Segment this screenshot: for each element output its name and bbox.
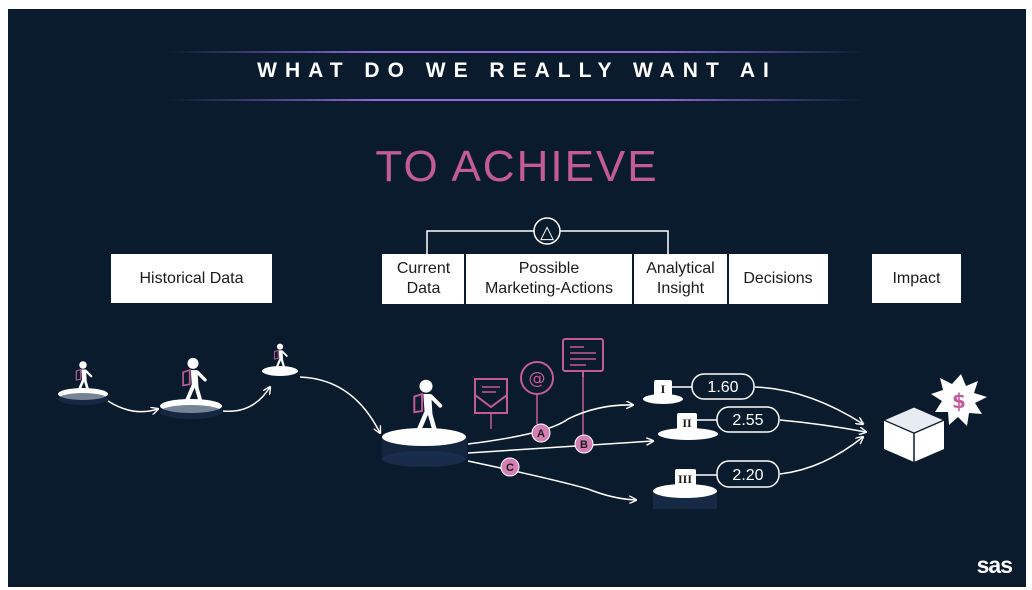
- sas-logo: sas: [976, 552, 1013, 578]
- node-a: A: [531, 423, 551, 443]
- historical-data-box: Historical Data: [111, 254, 272, 303]
- at-sign-icon: @: [520, 361, 554, 395]
- outcome-level-1: I: [643, 380, 683, 404]
- analytical-insight-box: Analytical Insight: [633, 254, 728, 304]
- outcome-level-3: III: [653, 469, 717, 509]
- svg-text:$: $: [952, 389, 966, 413]
- svg-text:III: III: [678, 472, 692, 486]
- outcome-level-2: II: [658, 413, 718, 440]
- web-page-icon: [562, 338, 604, 377]
- svg-text:A: A: [537, 428, 545, 440]
- arrow-hist-1: [107, 400, 158, 412]
- slide-heading: WHAT DO WE REALLY WANT AI: [257, 59, 777, 82]
- node-c: C: [500, 457, 520, 477]
- current-data-box: Current Data: [382, 254, 465, 304]
- box-divider: [632, 254, 634, 304]
- svg-text:B: B: [580, 439, 588, 451]
- heading-bottom-rule: [168, 99, 866, 101]
- outcome-value-3: 2.20: [716, 460, 780, 488]
- decisions-box: Decisions: [728, 254, 828, 304]
- walker-platform-3: [262, 342, 298, 376]
- arrow-hist-2: [222, 387, 270, 413]
- box-divider: [727, 254, 729, 304]
- impact-box: Impact: [872, 254, 961, 303]
- arrow-to-impact-2: [779, 419, 866, 432]
- icon-stem: [490, 377, 584, 437]
- arrow-hist-3: [299, 376, 380, 433]
- outcome-value-2: 2.55: [716, 406, 780, 433]
- arrow-to-outcome-3: [467, 460, 636, 500]
- possible-actions-box: Possible Marketing-Actions: [465, 254, 633, 304]
- current-walker-platform: [382, 380, 467, 467]
- node-b: B: [574, 434, 594, 454]
- arrow-to-impact-3: [779, 437, 863, 475]
- outcome-value-1: 1.60: [691, 373, 755, 400]
- box-divider: [464, 254, 466, 304]
- slide-subheading: TO ACHIEVE: [375, 142, 659, 191]
- delta-icon: △: [540, 222, 554, 243]
- heading-top-rule: [168, 51, 866, 53]
- svg-text:1.60: 1.60: [707, 379, 738, 396]
- svg-text:@: @: [529, 369, 546, 389]
- arrow-to-impact-1: [754, 386, 863, 424]
- arrow-to-outcome-1: [467, 405, 633, 445]
- slide: WHAT DO WE REALLY WANT AI TO ACHIEVE His…: [8, 9, 1026, 587]
- svg-text:I: I: [661, 382, 666, 396]
- impact-package-icon: [882, 406, 946, 462]
- delta-circle: [533, 217, 561, 245]
- email-icon: [474, 378, 508, 414]
- svg-text:II: II: [682, 416, 692, 430]
- dollar-burst-icon: $: [931, 374, 987, 426]
- walker-platform-2: [160, 355, 222, 419]
- svg-text:2.55: 2.55: [732, 412, 763, 429]
- svg-text:C: C: [506, 462, 514, 474]
- arrow-to-outcome-2: [467, 441, 653, 454]
- walker-platform-1: [58, 359, 108, 405]
- svg-text:2.20: 2.20: [732, 467, 763, 484]
- flow-diagram: △: [58, 217, 987, 509]
